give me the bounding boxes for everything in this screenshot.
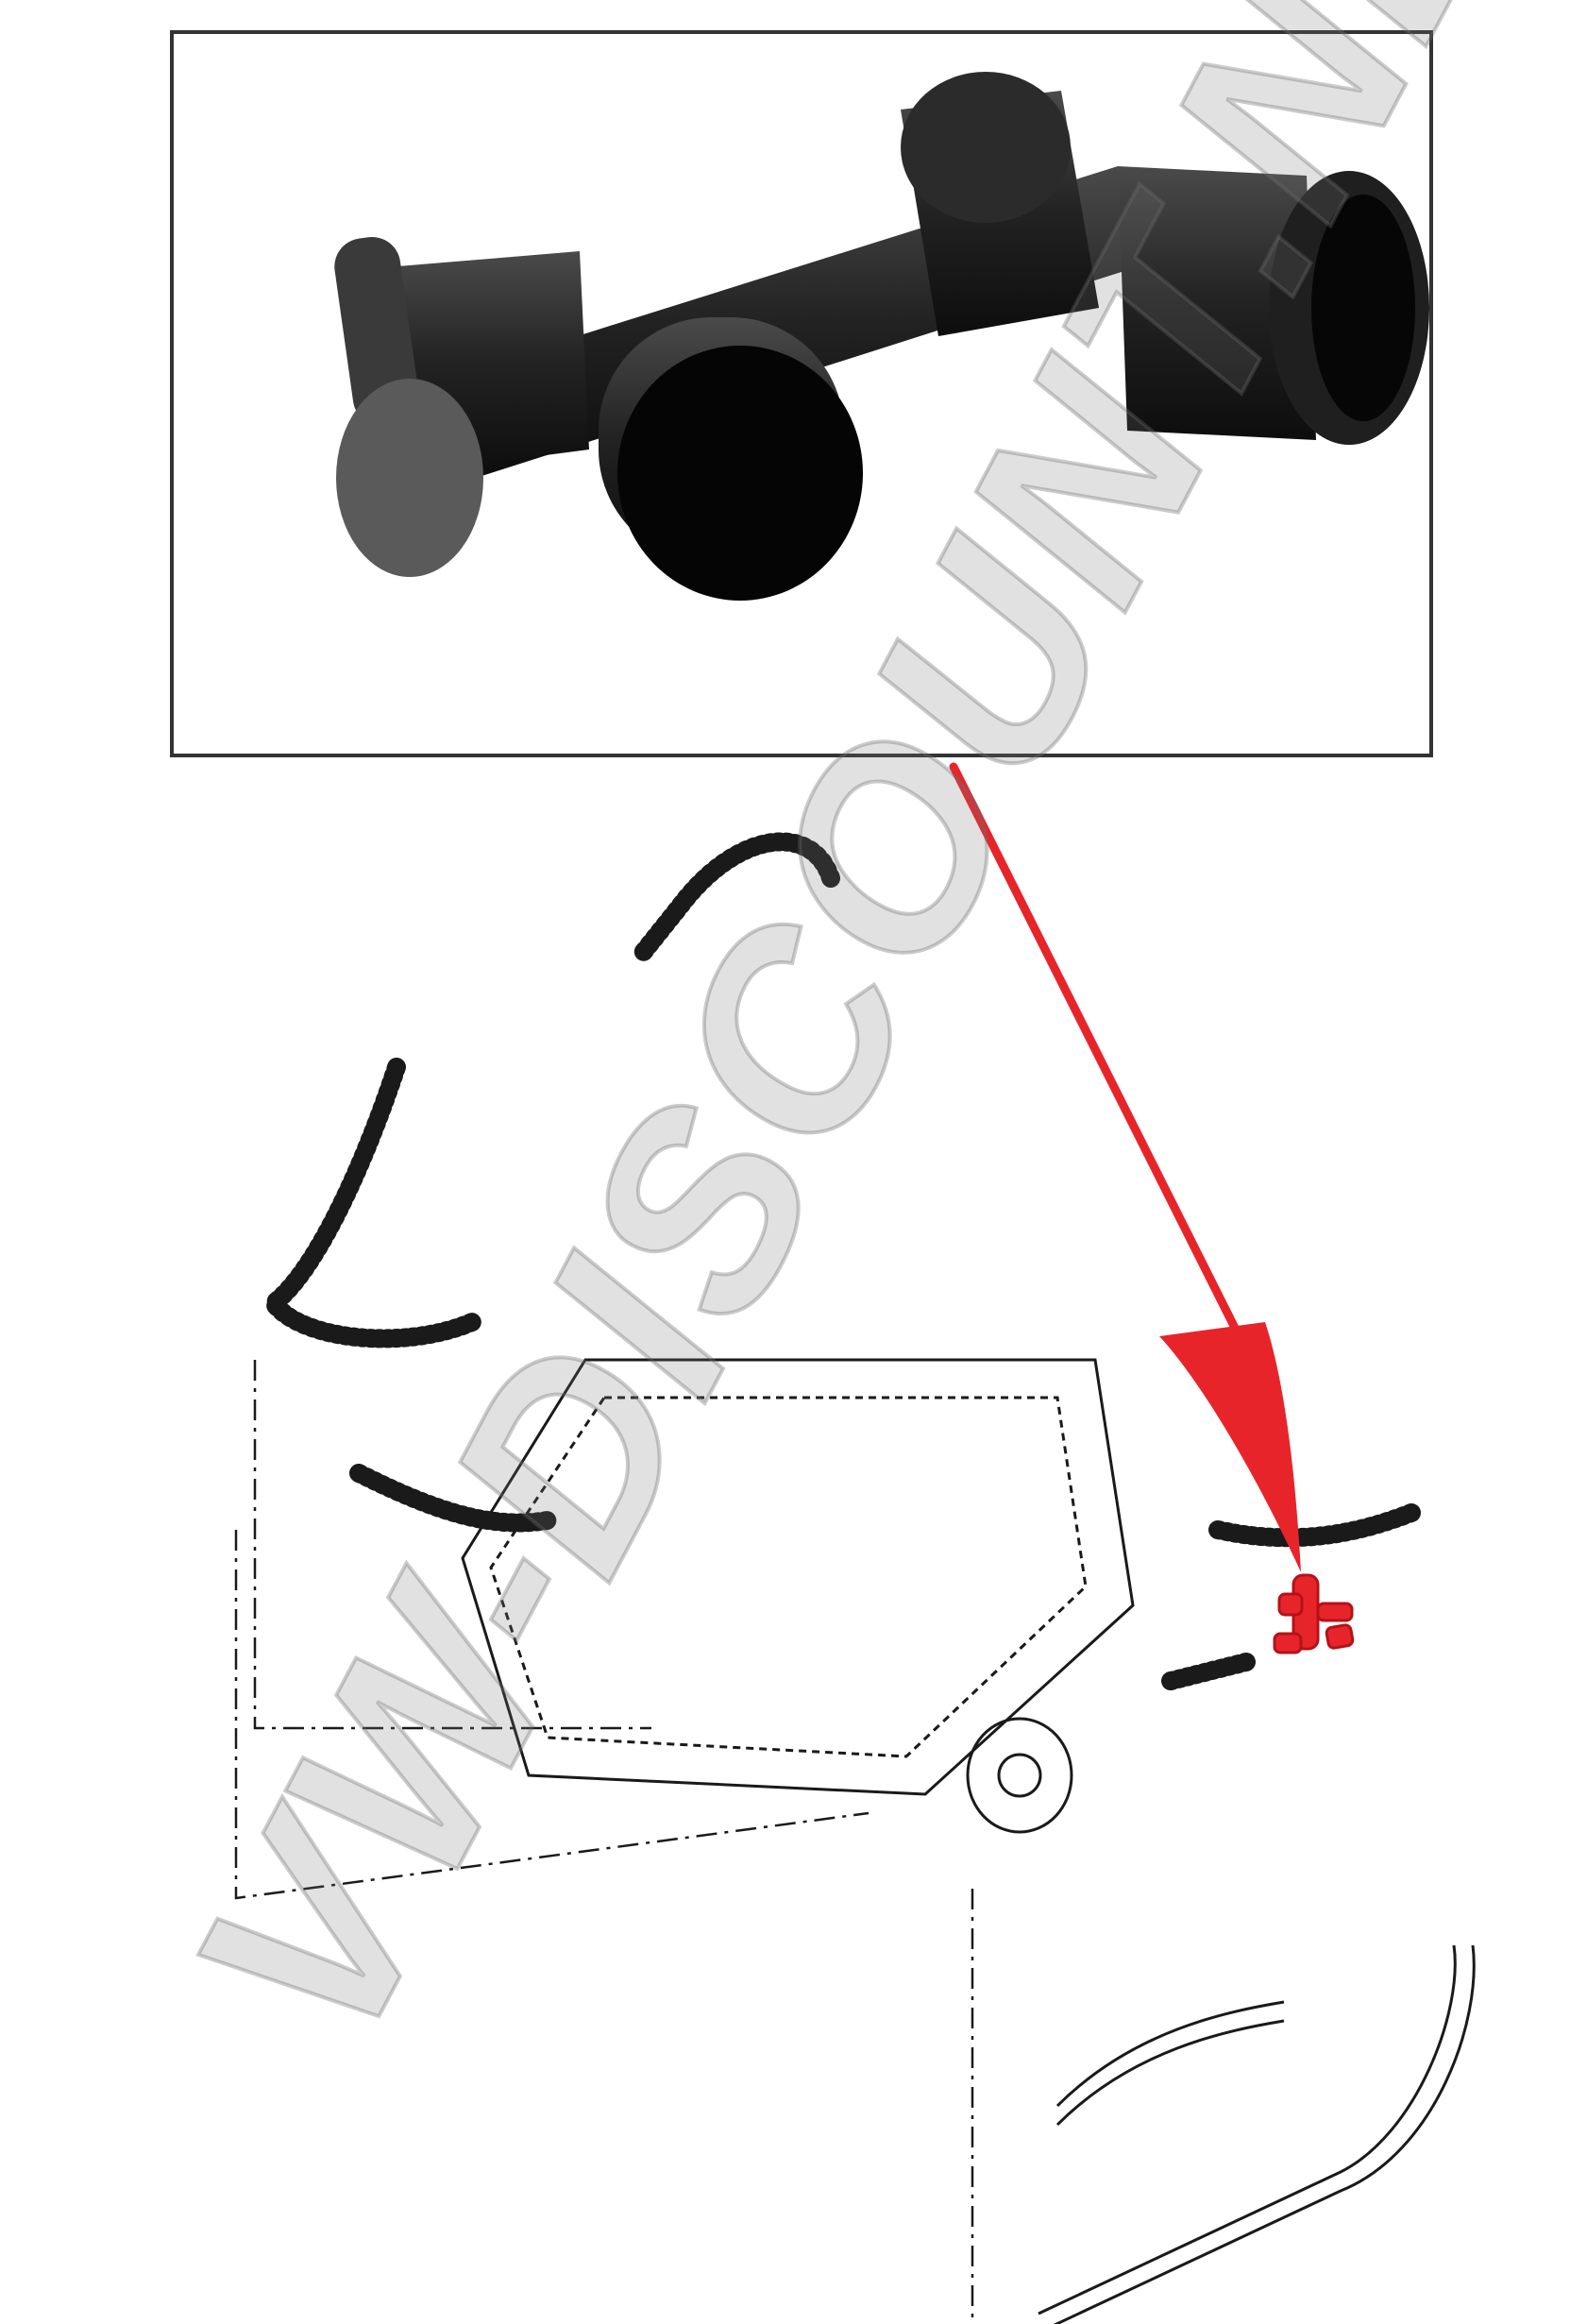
engine-block — [461, 1358, 1135, 1834]
pipes — [1038, 1944, 1476, 2324]
y-pipe-connector-photo — [334, 72, 1429, 601]
product-photo-frame — [170, 30, 1433, 757]
dash-dot-guides — [234, 1360, 974, 2323]
red-arrow — [949, 762, 1301, 1572]
highlighted-y-connector — [1273, 1573, 1355, 1654]
coolant-hoses — [260, 832, 1426, 1690]
